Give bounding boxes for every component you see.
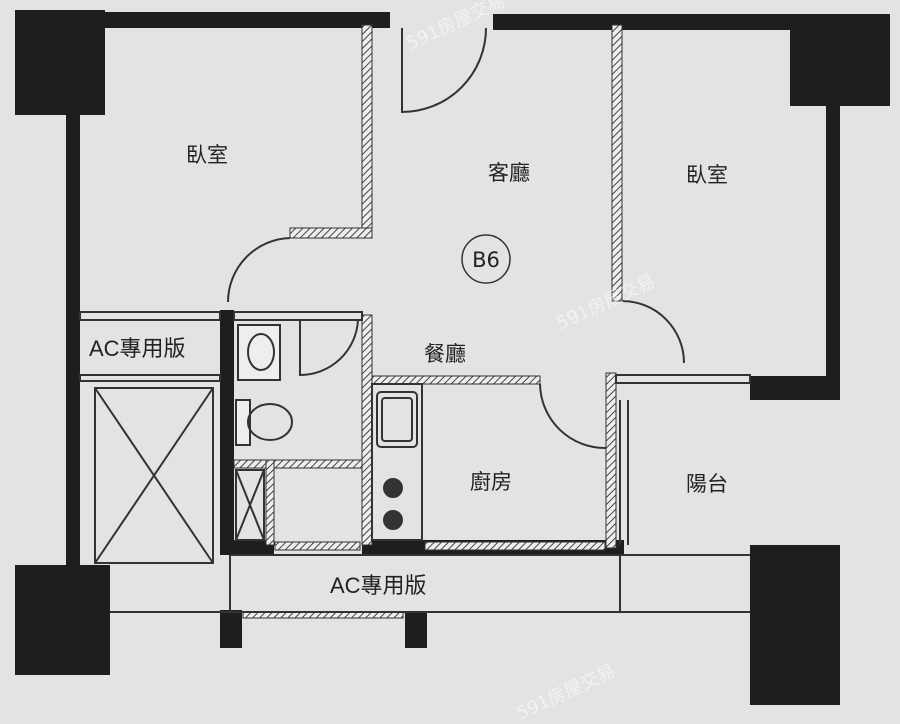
room-label-kitchen: 廚房	[470, 470, 512, 494]
room-label-bedroom-right: 臥室	[686, 163, 728, 187]
unit-badge: B6	[461, 234, 511, 284]
room-label-ac-platform-left: AC專用版	[89, 336, 186, 361]
window-lines	[79, 311, 751, 613]
room-label-balcony: 陽台	[686, 472, 728, 496]
room-label-dining-room: 餐廳	[424, 342, 466, 366]
room-label-bedroom-left: 臥室	[186, 143, 228, 167]
room-label-living-room: 客廳	[488, 161, 530, 185]
room-label-ac-platform-bottom: AC專用版	[330, 573, 427, 598]
door-swings	[227, 27, 685, 450]
bathroom-fixtures	[235, 324, 293, 541]
exterior-walls	[15, 10, 890, 705]
unit-id: B6	[472, 248, 500, 272]
kitchen-fixtures	[371, 383, 423, 541]
